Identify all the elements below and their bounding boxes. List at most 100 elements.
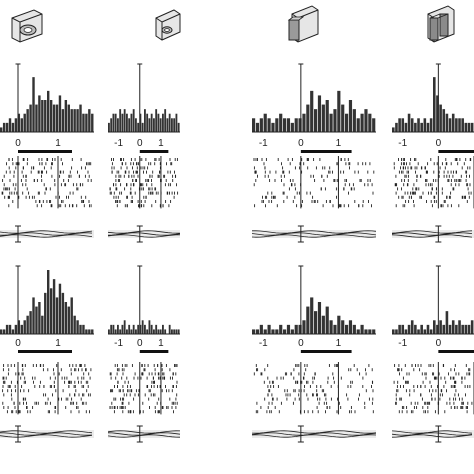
histogram-bar xyxy=(164,329,167,334)
histogram-bar xyxy=(345,113,349,132)
histogram-bar xyxy=(395,329,398,334)
histogram-bar xyxy=(356,118,360,132)
histogram-bar xyxy=(70,297,73,334)
histogram-bar xyxy=(11,329,15,334)
histogram-bar xyxy=(49,288,53,334)
histogram-bar xyxy=(20,324,23,334)
histogram-bar xyxy=(283,118,287,132)
histogram-bar xyxy=(417,329,420,334)
histogram-bar xyxy=(82,324,85,334)
histogram-bar xyxy=(76,109,79,132)
histogram-bar xyxy=(0,329,3,334)
histogram-bar xyxy=(166,118,169,132)
histogram-bar xyxy=(433,77,436,132)
histogram-bar xyxy=(360,324,364,334)
histogram-bar xyxy=(135,329,137,334)
histogram-bar xyxy=(144,324,146,334)
histogram-bar xyxy=(91,113,94,132)
histogram-bar xyxy=(47,90,50,132)
histogram-bar xyxy=(121,324,124,334)
histogram-bar xyxy=(0,127,3,132)
histogram-bar xyxy=(58,95,62,132)
histogram-bar xyxy=(410,320,414,334)
histogram-bar xyxy=(157,329,160,334)
x-tick-label: 0 xyxy=(436,338,442,349)
histogram-bar xyxy=(177,329,180,334)
histogram-bar xyxy=(61,109,65,132)
histogram-bar xyxy=(360,113,364,132)
histogram-bar xyxy=(128,324,131,334)
histogram-bar xyxy=(470,320,474,334)
histogram-bar xyxy=(155,109,158,132)
trace-band xyxy=(108,430,180,438)
histogram-bar xyxy=(146,329,149,334)
histogram-bar xyxy=(298,118,302,132)
histogram-bar xyxy=(395,122,398,132)
histogram-bar xyxy=(148,118,151,132)
histogram-bar xyxy=(455,324,458,334)
histogram-bar xyxy=(317,302,322,334)
histogram-bar xyxy=(333,109,337,132)
x-tick-label: 0 xyxy=(137,138,143,149)
histogram-bar xyxy=(168,324,171,334)
histogram-bar xyxy=(445,113,449,132)
histogram-bar xyxy=(117,324,119,334)
histogram-bar xyxy=(364,329,368,334)
histogram-bar xyxy=(117,118,119,132)
movement-trace xyxy=(107,234,181,238)
histogram-bar xyxy=(461,118,464,132)
histogram-bar xyxy=(458,320,461,334)
histogram-bar xyxy=(88,329,91,334)
event-bar xyxy=(300,350,352,353)
histogram-bar xyxy=(420,324,423,334)
histogram-bar xyxy=(132,324,135,334)
histogram-bar xyxy=(23,320,26,334)
movement-trace xyxy=(0,430,93,434)
movement-trace xyxy=(0,232,93,236)
histogram-bar xyxy=(162,324,164,334)
histogram-bar xyxy=(2,329,6,334)
histogram-bar xyxy=(433,320,436,334)
histogram-bar xyxy=(70,109,73,132)
histogram-bar xyxy=(290,329,294,334)
histogram-bar xyxy=(398,324,401,334)
cylinder-frame-object-icon xyxy=(427,5,455,43)
histogram-bar xyxy=(310,297,314,334)
histogram-bar xyxy=(82,113,85,132)
histogram-bar xyxy=(286,118,291,132)
histogram-bar xyxy=(58,283,62,334)
histogram-bar xyxy=(302,113,306,132)
histogram-bar xyxy=(175,113,178,132)
movement-trace xyxy=(251,234,377,238)
histogram-bar xyxy=(67,306,70,334)
histogram-bar xyxy=(14,324,18,334)
histogram-bar xyxy=(448,324,452,334)
histogram-bar xyxy=(35,104,38,132)
x-tick-label: 0 xyxy=(298,138,304,149)
x-tick-label: 0 xyxy=(15,338,21,349)
histogram-bar xyxy=(52,104,56,132)
histogram-bar xyxy=(171,329,173,334)
histogram-bar xyxy=(146,113,149,132)
histogram-bar xyxy=(310,90,314,132)
histogram-bar xyxy=(372,118,376,132)
x-tick-label: 1 xyxy=(55,338,61,349)
histogram-bar xyxy=(442,324,446,334)
histogram-bar xyxy=(329,320,333,334)
histogram-bar xyxy=(439,320,442,334)
histogram-bar xyxy=(429,329,433,334)
histogram-bar xyxy=(114,113,117,132)
trace-band xyxy=(0,230,94,238)
x-tick-label: -1 xyxy=(259,338,268,349)
movement-trace xyxy=(252,230,377,234)
histogram-bar xyxy=(114,329,117,334)
histogram-bar xyxy=(398,118,401,132)
histogram-bar xyxy=(423,118,427,132)
histogram-bar xyxy=(467,122,471,132)
histogram-bar xyxy=(470,122,474,132)
histogram-bar xyxy=(321,315,325,334)
event-bar xyxy=(438,350,474,353)
histogram-bar xyxy=(317,95,322,132)
